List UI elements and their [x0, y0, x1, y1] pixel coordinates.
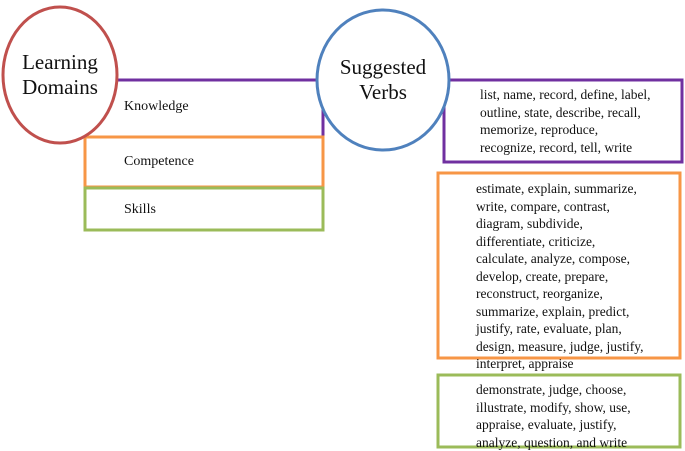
competence-box — [83, 135, 325, 189]
learning-domains-label: Learning Domains — [22, 50, 98, 99]
suggested-verbs-circle — [315, 8, 451, 152]
knowledge-verbs-text: list, name, record, define, label, outli… — [480, 87, 651, 155]
knowledge-verbs-box — [442, 78, 684, 164]
skills-box — [83, 186, 325, 232]
suggested-verbs-label: Suggested Verbs — [339, 55, 427, 104]
learning-domains-circle — [1, 5, 119, 145]
skills-verbs-box — [436, 373, 682, 449]
competence-label: Competence — [124, 154, 194, 169]
skills-label: Skills — [124, 202, 156, 217]
competence-verbs-box — [436, 171, 682, 360]
knowledge-label: Knowledge — [124, 99, 189, 114]
competence-verbs-text: estimate, explain, summarize, write, com… — [476, 181, 644, 371]
skills-verbs-text: demonstrate, judge, choose, illustrate, … — [476, 382, 631, 450]
